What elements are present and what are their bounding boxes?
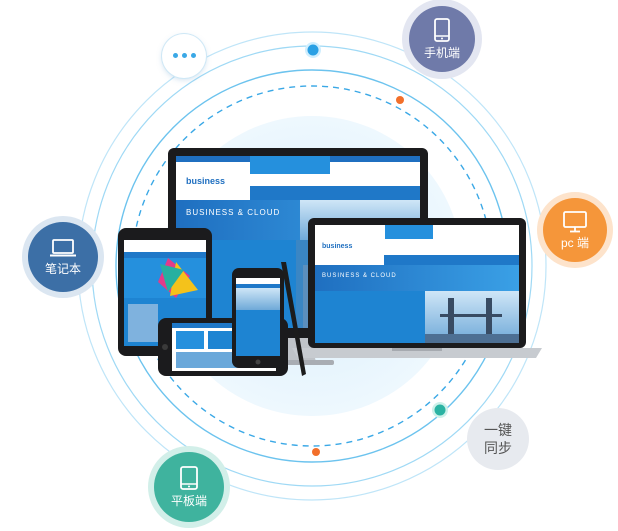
pc-badge[interactable]: pc 端 (543, 198, 607, 262)
laptop-icon (50, 238, 76, 256)
laptop-brand: business (322, 243, 353, 250)
sync-badge[interactable]: 一键 同步 (467, 408, 529, 470)
stylus (281, 262, 306, 376)
mobile-label: 手机端 (423, 46, 460, 60)
sync-label-line2: 同步 (484, 440, 512, 456)
tablet-label: 平板端 (170, 494, 207, 508)
tablet-badge[interactable]: 平板端 (154, 452, 224, 522)
laptop-badge[interactable]: 笔记本 (28, 222, 98, 292)
desktop-brand: business (186, 176, 226, 186)
more-dots-icon (173, 53, 196, 58)
mobile-badge[interactable]: 手机端 (409, 6, 475, 72)
tablet-icon (180, 466, 198, 490)
smartphone-icon (434, 18, 450, 42)
more-badge[interactable] (162, 34, 206, 78)
desktop-hero-text: BUSINESS & CLOUD (186, 208, 281, 217)
laptop-label: 笔记本 (44, 261, 81, 276)
orbit-dot-teal (434, 404, 446, 416)
monitor-icon (563, 210, 587, 232)
orbit-dot-orange-bottom (312, 448, 320, 456)
laptop-hero-text: BUSINESS & CLOUD (322, 273, 397, 279)
laptop-mockup (292, 218, 542, 358)
orbit-dot-orange-top (396, 96, 404, 104)
pc-label: pc 端 (560, 235, 589, 250)
phone-portrait-mockup (232, 268, 284, 368)
orbit-dot-blue (307, 44, 319, 56)
sync-label-line1: 一键 (484, 422, 512, 438)
